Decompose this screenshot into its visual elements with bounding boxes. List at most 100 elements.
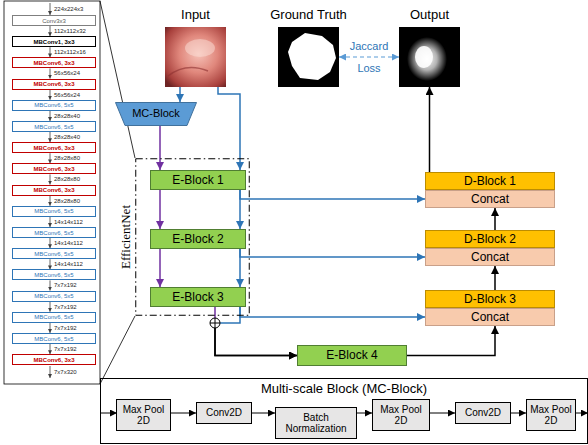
image-panel: Ground Truth bbox=[278, 27, 339, 87]
connector-line bbox=[240, 307, 425, 317]
connector-line bbox=[50, 217, 51, 227]
dimension-label: 28x28x40 bbox=[54, 112, 80, 120]
zoom-panel bbox=[4, 1, 100, 384]
connector-line bbox=[50, 90, 51, 100]
connector-line bbox=[339, 56, 399, 57]
connector-line bbox=[357, 413, 372, 414]
connector bbox=[495, 208, 496, 230]
connector bbox=[511, 413, 526, 414]
label: Conv3x3 bbox=[42, 18, 66, 24]
dimension-label: 7x7x192 bbox=[54, 303, 77, 311]
image-panel: Output bbox=[399, 27, 460, 87]
connector bbox=[215, 307, 297, 356]
connector bbox=[429, 87, 430, 172]
label: D-Block 1 bbox=[464, 174, 516, 188]
encoder-block: E-Block 4 bbox=[297, 345, 407, 366]
encoder-block: E-Block 3 bbox=[150, 287, 246, 307]
label: MBConv6, 3x3 bbox=[33, 81, 74, 87]
dimension-label: 112x112x32 bbox=[54, 27, 86, 35]
connector-line bbox=[218, 87, 240, 170]
connector-line bbox=[240, 190, 425, 199]
label: MBConv6, 3x3 bbox=[33, 187, 74, 193]
label: Concat bbox=[471, 192, 509, 206]
label: MBConv6, 3x3 bbox=[33, 357, 74, 363]
connector-line bbox=[50, 132, 51, 142]
connector-line bbox=[215, 328, 297, 356]
connector bbox=[50, 68, 51, 78]
connector bbox=[171, 413, 196, 414]
prediction-background bbox=[399, 27, 460, 87]
mask-background bbox=[278, 27, 339, 87]
connector bbox=[407, 326, 495, 356]
label: E-Block 4 bbox=[326, 348, 377, 362]
layer-box: MBConv6, 3x3 bbox=[12, 57, 96, 68]
dimension-label: 7x7x192 bbox=[54, 345, 77, 353]
connector bbox=[50, 132, 51, 142]
layer-box: MBConv6, 5x5 bbox=[12, 291, 96, 302]
connector-line bbox=[50, 196, 51, 206]
heading: Input bbox=[181, 7, 210, 23]
output-arrow bbox=[50, 366, 51, 378]
label: MBConv6, 5x5 bbox=[34, 124, 73, 130]
layer-box: MBConv6, 3x3 bbox=[12, 354, 96, 365]
connector bbox=[215, 307, 297, 356]
label: MBConv6, 5x5 bbox=[34, 230, 73, 236]
connector-line bbox=[50, 153, 51, 163]
layer-box: MBConv6, 3x3 bbox=[12, 163, 96, 174]
connector bbox=[50, 344, 51, 354]
label: MBConv6, 5x5 bbox=[34, 314, 73, 320]
label: Conv2D bbox=[206, 407, 242, 419]
connector-line bbox=[50, 174, 51, 184]
operation-box: Conv2D bbox=[196, 402, 252, 424]
connector bbox=[50, 26, 51, 36]
connector-line bbox=[171, 413, 196, 414]
layer-box: MBConv6, 3x3 bbox=[12, 142, 96, 153]
connector bbox=[50, 196, 51, 206]
trapezoid-outline bbox=[116, 103, 197, 126]
module-panel: Multi-scale Block (MC-Block)Max Pool 2DC… bbox=[100, 378, 588, 444]
connector bbox=[160, 190, 161, 229]
connector bbox=[50, 238, 51, 248]
dimension-label: 14x14x112 bbox=[54, 239, 83, 247]
connector-line bbox=[50, 259, 51, 269]
endoscopy-photo bbox=[165, 27, 226, 87]
connector-line bbox=[50, 111, 51, 121]
connector bbox=[50, 47, 51, 57]
layer-box: MBConv6, 5x5 bbox=[12, 206, 96, 217]
decoder-block: D-Block 2 bbox=[425, 230, 555, 248]
photo-fold bbox=[168, 67, 208, 76]
connector-line bbox=[50, 323, 51, 333]
layer-box: MBConv6, 3x3 bbox=[12, 185, 96, 196]
connector-line bbox=[407, 326, 495, 356]
group-outline bbox=[136, 159, 250, 316]
connector bbox=[50, 111, 51, 121]
dimension-label: 28x28x80 bbox=[54, 197, 80, 205]
encoder-block: E-Block 1 bbox=[150, 170, 246, 190]
layer-box: MBConv6, 5x5 bbox=[12, 227, 96, 238]
photo-highlight bbox=[185, 39, 215, 57]
connector bbox=[160, 249, 161, 287]
label: Max Pool 2D bbox=[375, 404, 427, 427]
label: MC-Block bbox=[132, 107, 180, 120]
label: MBConv6, 5x5 bbox=[34, 251, 73, 257]
sum-symbol bbox=[210, 318, 220, 328]
connector-line bbox=[50, 344, 51, 354]
connector bbox=[50, 280, 51, 290]
label: MBConv6, 3x3 bbox=[33, 60, 74, 66]
label: MBConv6, 5x5 bbox=[34, 336, 73, 342]
connector-line bbox=[50, 68, 51, 78]
layer-box: MBConv6, 5x5 bbox=[12, 121, 96, 132]
layer-box: Conv3x3 bbox=[12, 15, 96, 26]
label: E-Block 2 bbox=[172, 232, 223, 246]
label: MBConv6, 3x3 bbox=[33, 166, 74, 172]
connector bbox=[240, 249, 425, 257]
dimension-label: 7x7x192 bbox=[54, 324, 77, 332]
dimension-label: 112x112x16 bbox=[54, 48, 86, 56]
connector-line bbox=[494, 208, 496, 230]
label: Concat bbox=[471, 310, 509, 324]
loss-label: Jaccard Loss bbox=[344, 35, 394, 79]
label: D-Block 2 bbox=[464, 232, 516, 246]
connector bbox=[50, 259, 51, 269]
operation-box: Max Pool 2D bbox=[372, 399, 430, 431]
